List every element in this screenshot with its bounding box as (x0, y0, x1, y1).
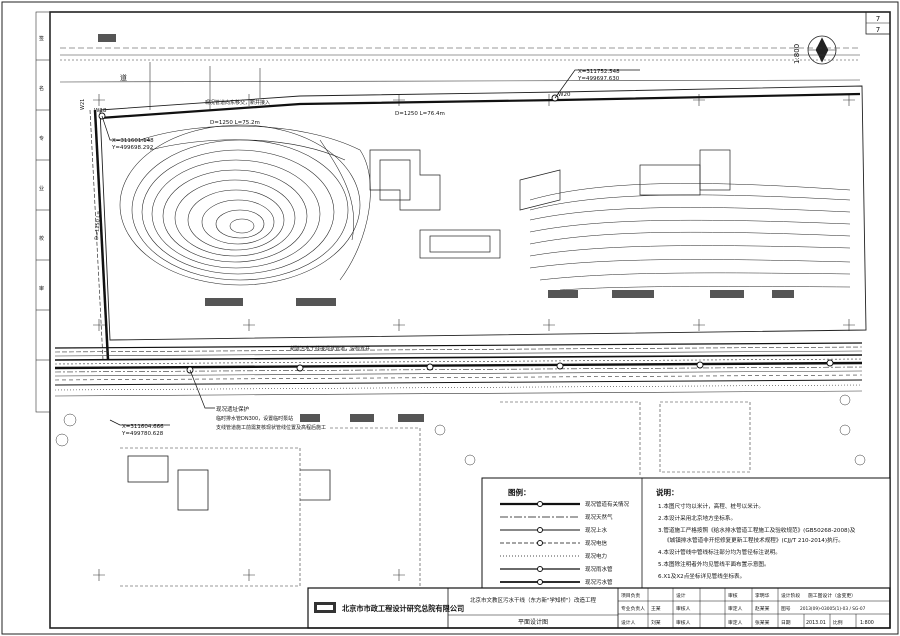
svg-text:项目负责: 项目负责 (621, 592, 640, 599)
notes-line-1: 2.本设计采用北京地方坐标系。 (658, 514, 736, 522)
road-corridor (54, 342, 863, 397)
date-value: 2013.01 (806, 620, 826, 626)
buildings (369, 149, 731, 259)
drawing-no-label: 图号 (781, 606, 791, 612)
legend-symbols (500, 501, 580, 585)
mid-note: 新建污水干线接现状管道，设检查井 (290, 345, 370, 352)
stage-value: 施工图设计（含变更） (808, 592, 856, 599)
svg-text:审核人: 审核人 (676, 619, 691, 626)
pipe-label-a: D=1250 L=75.2m (210, 120, 260, 126)
svg-text:李明华: 李明华 (755, 592, 770, 599)
manholes (98, 94, 834, 374)
notes-line-6: 6.X1及X2点坐标详见管线坐标表。 (658, 572, 745, 580)
svg-text:审核人: 审核人 (676, 605, 691, 612)
svg-text:业: 业 (39, 185, 44, 192)
top-note: 现况管道向东移交，新井接入 (205, 99, 270, 106)
pipe-label-b: D=1250 L=76.4m (395, 111, 445, 117)
callout-3: 支线管道施工前需复核现状管线位置及高程后施工 (216, 424, 326, 431)
coord-left-y: Y=499698.292 (111, 145, 153, 151)
legend-title: 图例： (508, 487, 531, 497)
west-pipe (93, 109, 110, 361)
binding-margin (35, 11, 51, 413)
institute-name: 北京市市政工程设计研究总院有限公司 (342, 604, 464, 613)
north-arrow-icon (807, 35, 837, 65)
site-boundary (99, 85, 867, 341)
coord-low-x: X=311604.666 (122, 424, 164, 430)
svg-text:专业负责人: 专业负责人 (621, 605, 645, 612)
existing-sewer-top (99, 92, 861, 120)
svg-text:审定人: 审定人 (728, 605, 743, 612)
notes-line-2: 3.管道施工严格按照《给水排水管道工程施工及验收规范》(GB50268-2008… (658, 526, 856, 534)
coord-top-y: Y=499697.630 (577, 76, 620, 82)
coord-top-x: X=311752.548 (578, 69, 620, 75)
svg-text:审: 审 (39, 285, 44, 292)
top-road (59, 47, 861, 110)
legend-notes-panel (481, 477, 891, 589)
coord-low-y: Y=499780.628 (121, 431, 164, 437)
pipe-label-side: D=1250 L=... (94, 205, 102, 240)
svg-text:赵某某: 赵某某 (755, 605, 770, 612)
title-block (307, 587, 891, 629)
legend-item-0: 现况管道有关情况 (585, 500, 630, 508)
leaders (101, 69, 640, 426)
notes-title: 说明： (656, 487, 679, 497)
notes-line-5: 5.本图除注明者外均见管线平面布置示意图。 (658, 560, 770, 568)
page-number: 7 (876, 15, 880, 23)
drawing-no: 2013(09)-03005(1)-03 / SG-07 (800, 606, 866, 612)
notes-line-4: 4.本设计管线中管线标注部分均为管径标注说明。 (658, 548, 781, 556)
south-buildings (127, 455, 331, 511)
svg-text:专: 专 (39, 135, 44, 142)
contours-east (529, 183, 851, 291)
scale-label: 比例 (833, 619, 843, 626)
svg-text:审核: 审核 (728, 592, 738, 599)
legend-item-2: 现况上水 (585, 526, 608, 534)
svg-text:名: 名 (39, 85, 44, 92)
south-lots (120, 401, 751, 587)
contours-west (119, 124, 371, 286)
legend-item-6: 现况污水管 (585, 578, 613, 586)
svg-text:刘某: 刘某 (651, 619, 661, 626)
callout-2: 临时排水管DN300，设置临时泵站 (216, 415, 293, 422)
legend-item-1: 现况天然气 (585, 513, 613, 521)
svg-text:王某: 王某 (651, 606, 661, 612)
drawing-name: 平面设计图 (518, 618, 548, 626)
page-total: 7 (876, 26, 880, 34)
svg-text:设计: 设计 (676, 592, 686, 599)
date-label: 日期 (781, 620, 791, 626)
callout-1: 现况遗址保护 (216, 405, 250, 413)
trees (55, 394, 866, 466)
legend-item-5: 现况雨水管 (585, 565, 613, 573)
svg-text:张某某: 张某某 (755, 619, 770, 626)
coord-left-x: X=311601.148 (112, 138, 154, 144)
legend-item-4: 现况电力 (585, 552, 607, 560)
node-w21: W21 (80, 99, 86, 110)
scale-value: 1:800 (860, 620, 874, 626)
svg-text:签: 签 (39, 35, 44, 42)
notes-line-0: 1.本图尺寸均以米计，高程、桩号以米计。 (658, 502, 764, 510)
project-name: 北京市文教区污水干线（东方新"学知桥"）改造工程 (470, 596, 597, 604)
road-label: 道 (120, 73, 127, 82)
node-w20: W20 (558, 92, 571, 98)
scale-note: 1:800 (793, 44, 801, 64)
svg-text:设计人: 设计人 (621, 619, 636, 626)
legend-item-3: 现况电信 (585, 539, 608, 547)
stage-label: 设计阶段 (781, 592, 800, 599)
svg-text:审定人: 审定人 (728, 619, 743, 626)
signature-table: 项目负责 设计 审核 李明华 专业负责人 王某 审核人 审定人 赵某某 设计人 … (621, 592, 770, 626)
hatch-bars (98, 34, 794, 422)
svg-text:校: 校 (39, 235, 44, 242)
institute-logo (314, 602, 336, 613)
new-sewer-main (54, 361, 863, 370)
notes-line-3: 《城镇排水管道非开挖修复更新工程技术规程》(CJJ/T 210-2014)执行。 (664, 536, 844, 544)
node-w18: W18 (94, 108, 107, 114)
